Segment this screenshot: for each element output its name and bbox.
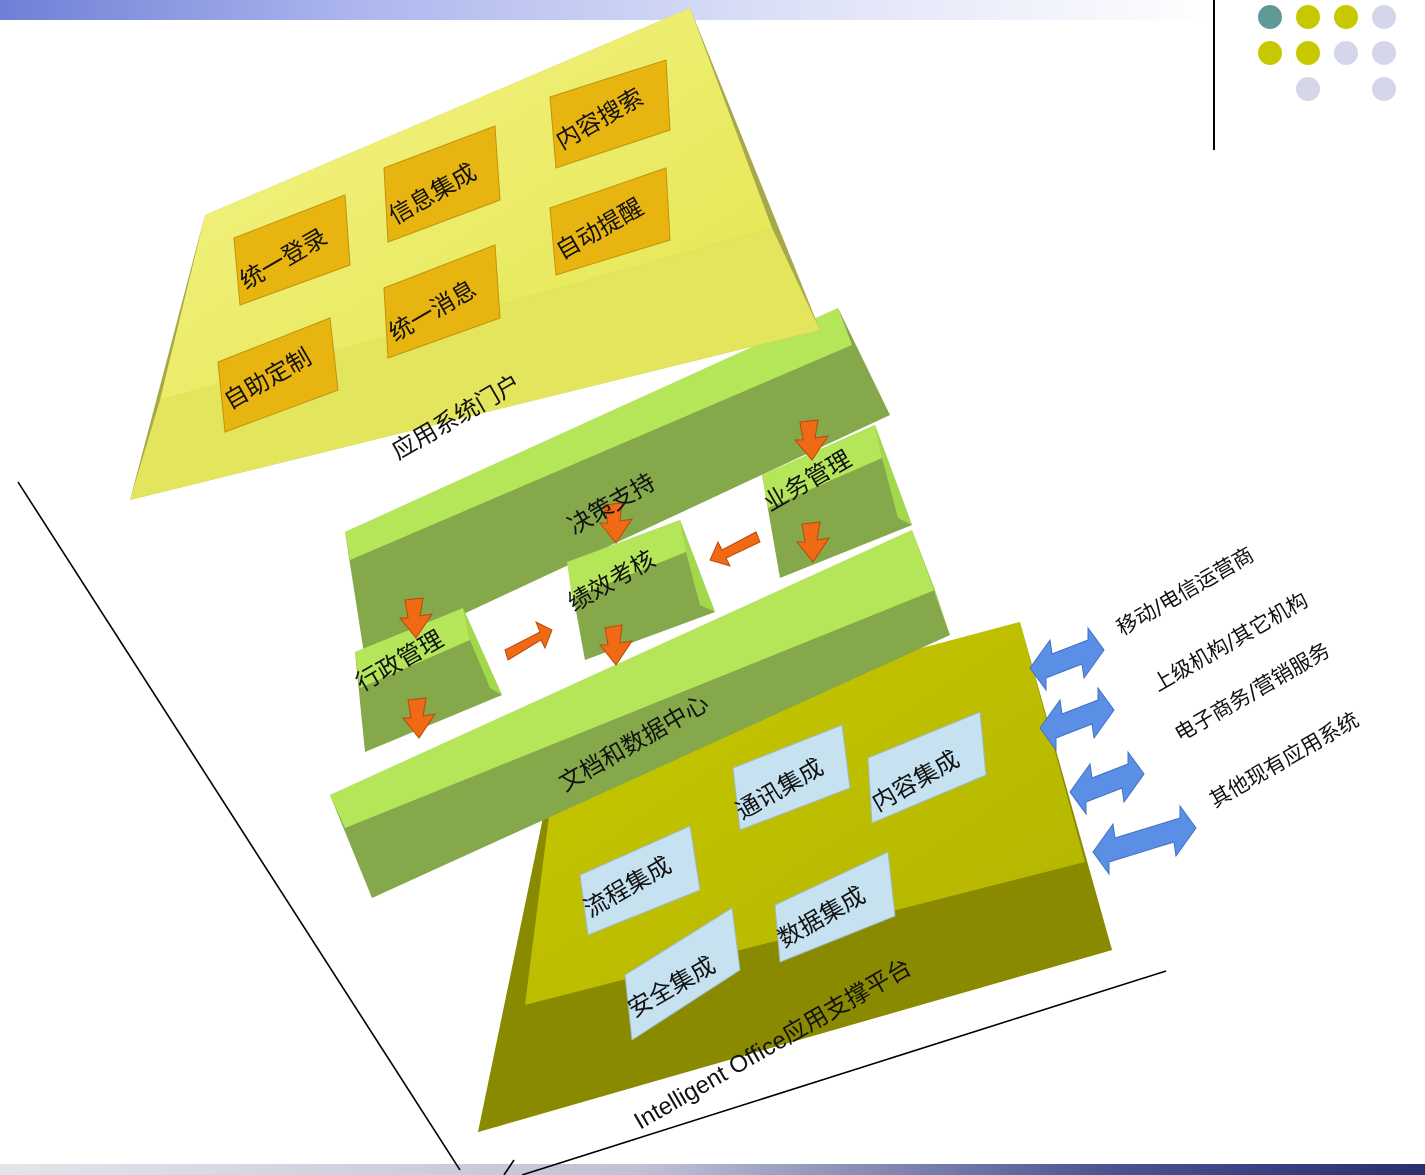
portal-module-tiles [217, 59, 671, 433]
datacenter-band [330, 530, 950, 898]
business-column [762, 425, 912, 578]
logo-dot [1372, 77, 1396, 101]
decision-slab [345, 308, 890, 660]
external-label: 其他现有应用系统 [1206, 708, 1363, 813]
orange-arrows [398, 419, 831, 739]
logo-dot [1296, 41, 1320, 65]
footer-gradient-bar [0, 1164, 1425, 1175]
admin-column [355, 608, 502, 752]
platform-module-tiles [579, 711, 987, 1041]
logo-dot [1296, 77, 1320, 101]
logo-dot [1296, 5, 1320, 29]
logo-dot [1258, 41, 1282, 65]
corner-divider-line [1213, 0, 1215, 150]
logo-dot [1372, 5, 1396, 29]
performance-column [567, 520, 715, 660]
blue-double-arrows [1029, 626, 1197, 876]
header-gradient-bar [0, 0, 1215, 20]
logo-dot [1372, 41, 1396, 65]
logo-dot [1334, 5, 1358, 29]
perspective-guides [17, 481, 1167, 1175]
logo-dot [1334, 41, 1358, 65]
logo-dot [1258, 5, 1282, 29]
